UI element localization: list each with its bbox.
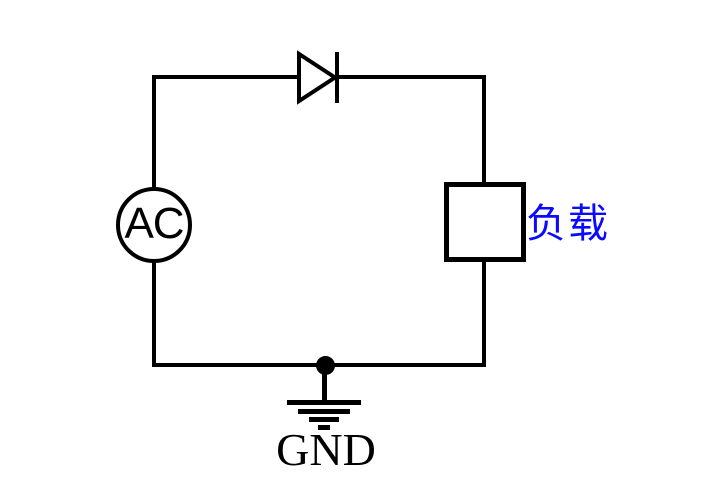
load-symbol — [444, 182, 526, 262]
ac-source-symbol: AC — [116, 187, 192, 263]
diode-icon — [297, 50, 339, 105]
load-label: 负载 — [526, 201, 610, 246]
ground-bar-1 — [287, 400, 361, 405]
ground-label: GND — [276, 424, 376, 475]
ground-bar-3 — [309, 417, 339, 422]
ground-bar-2 — [298, 409, 350, 414]
ac-source-label: AC — [124, 199, 184, 248]
ground-stem — [322, 365, 327, 402]
ground-bar-4 — [318, 425, 330, 430]
